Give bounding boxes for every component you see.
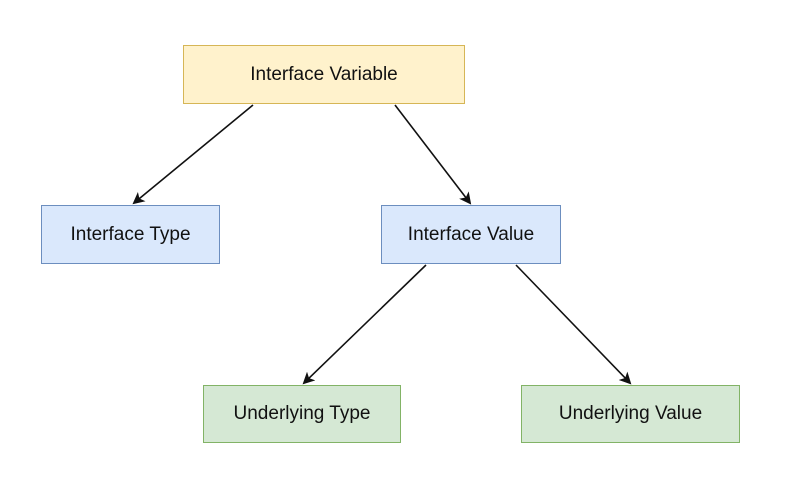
- edge-interface-variable-to-interface-type: [132, 104, 254, 205]
- edge-layer: [132, 104, 632, 385]
- edge-interface-value-to-underlying-type: [302, 264, 427, 385]
- node-underlying-type[interactable]: Underlying Type: [203, 385, 401, 443]
- node-underlying-value[interactable]: Underlying Value: [521, 385, 740, 443]
- node-interface-value[interactable]: Interface Value: [381, 205, 561, 264]
- node-interface-variable[interactable]: Interface Variable: [183, 45, 465, 104]
- edge-interface-value-to-underlying-value: [515, 264, 632, 385]
- edge-interface-variable-to-interface-value: [394, 104, 472, 205]
- node-interface-type[interactable]: Interface Type: [41, 205, 220, 264]
